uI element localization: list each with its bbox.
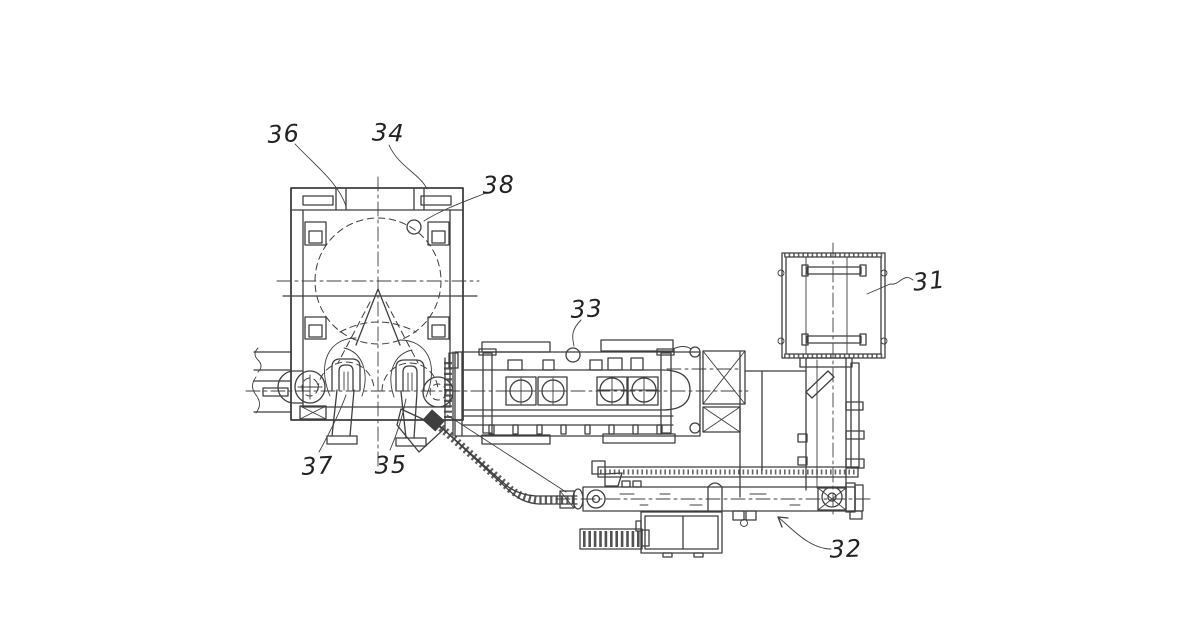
left-bearing xyxy=(294,370,326,404)
reference-label-37: 37 xyxy=(301,451,335,481)
reference-label-32: 32 xyxy=(829,534,863,563)
port-38 xyxy=(406,219,422,235)
cable-ladder xyxy=(579,528,650,550)
input-shaft xyxy=(252,347,292,414)
reference-label-35: 35 xyxy=(374,450,408,479)
drum-circle xyxy=(314,217,442,345)
control-box xyxy=(635,511,723,558)
arrowhead-32 xyxy=(777,516,789,528)
cone-lines xyxy=(355,288,401,346)
gearbox-housing xyxy=(277,187,478,447)
reference-label-31: 31 xyxy=(912,265,947,296)
leader-34 xyxy=(388,144,428,190)
energy-chain xyxy=(396,408,578,505)
column-head-box xyxy=(777,252,888,359)
leader-35 xyxy=(389,398,407,451)
pulley xyxy=(821,486,843,508)
clamp-blocks xyxy=(505,376,659,406)
feed-arm xyxy=(559,460,864,527)
leader-lines xyxy=(294,143,914,550)
support-frame xyxy=(702,350,807,498)
chain-anchor xyxy=(422,409,445,432)
leader-33 xyxy=(572,319,582,347)
reference-label-34: 34 xyxy=(372,118,406,147)
slot-hook-35 xyxy=(395,359,425,392)
reference-labels: 36 34 38 33 31 37 35 32 xyxy=(267,118,947,563)
leader-36 xyxy=(294,143,347,207)
anchor-bracket xyxy=(396,408,445,453)
reference-label-38: 38 xyxy=(482,170,516,199)
arm-coupler xyxy=(586,489,606,509)
slot-hook-37 xyxy=(331,358,361,391)
machine-bed xyxy=(444,339,701,445)
drawing xyxy=(245,143,914,558)
centerlines xyxy=(245,176,873,517)
leader-38 xyxy=(423,192,487,222)
lug-33 xyxy=(565,347,581,363)
reference-label-36: 36 xyxy=(267,119,301,149)
diagonal-stub xyxy=(805,370,835,399)
leader-31 xyxy=(866,277,914,295)
leader-37 xyxy=(318,394,347,453)
reference-label-33: 33 xyxy=(570,294,604,324)
leader-32 xyxy=(777,516,832,550)
